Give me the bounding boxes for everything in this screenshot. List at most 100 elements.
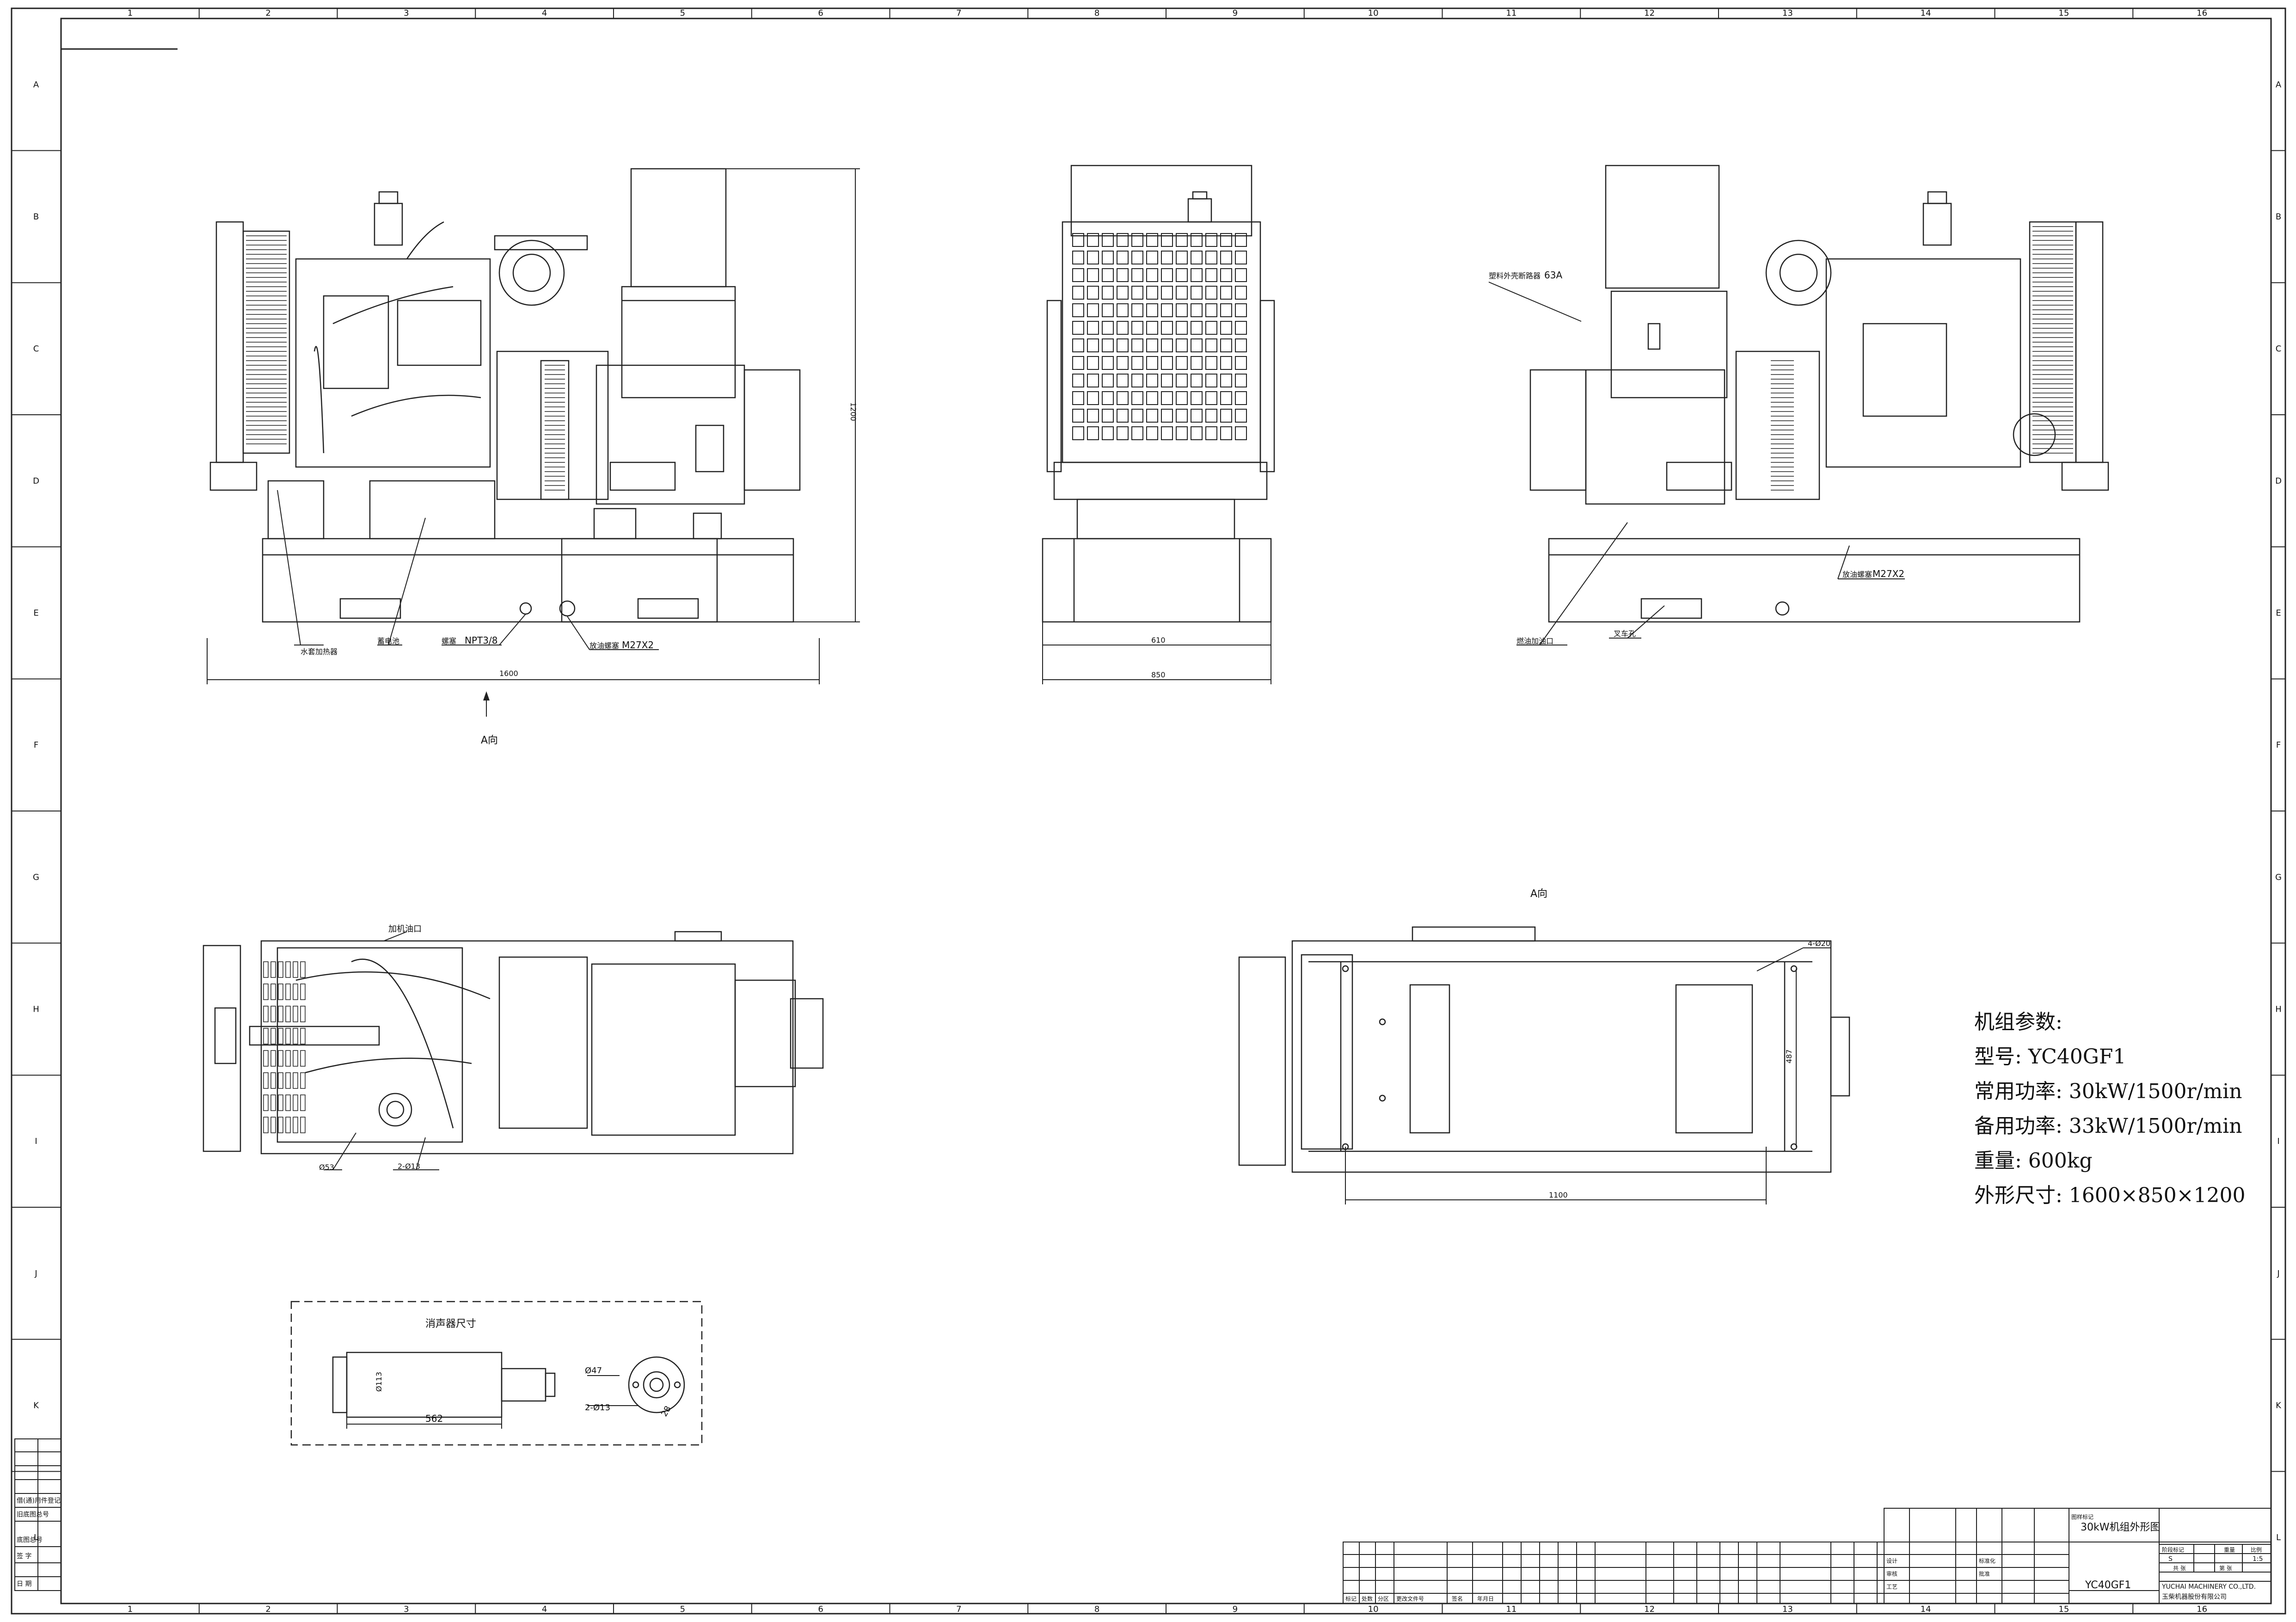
title-sheet-total: 共 张 <box>2173 1565 2186 1572</box>
dim-front-height: 1200 <box>849 402 858 421</box>
left-block-r5: 日 期 <box>17 1580 31 1588</box>
zone-col-label: 12 <box>1644 8 1655 18</box>
zone-row-label: A <box>33 80 39 90</box>
zone-col-label: 12 <box>1644 1604 1655 1614</box>
spec-heading: 机组参数: <box>1974 1010 2063 1034</box>
title-standard: 标准化 <box>1979 1558 1995 1564</box>
label-drain-plug: 放油螺塞 <box>589 641 619 650</box>
zone-col-label: 9 <box>1233 1604 1238 1614</box>
zone-row-label: E <box>33 608 38 618</box>
zone-row-label: F <box>34 740 38 750</box>
title-zone-col: 分区 <box>1378 1596 1389 1602</box>
left-side-block <box>14 1438 61 1591</box>
title-date: 年月日 <box>1477 1596 1494 1602</box>
rear-view <box>1529 165 2109 623</box>
zone-row-label: H <box>33 1005 39 1014</box>
zone-col-label: 16 <box>2197 8 2207 18</box>
sheet-inner-frame <box>60 18 2272 1604</box>
label-breaker-rating: 63A <box>1544 270 1562 281</box>
title-company-en: YUCHAI MACHINERY CO.,LTD. <box>2161 1583 2256 1591</box>
zone-col-label: 4 <box>542 8 547 18</box>
zone-col-label: 4 <box>542 1604 547 1614</box>
title-designer: 设计 <box>1886 1558 1897 1564</box>
side-view <box>1042 165 1275 623</box>
label-dia-53: Ø53 <box>319 1163 334 1172</box>
zone-col-label: 6 <box>818 8 823 18</box>
top-view <box>203 931 824 1155</box>
label-water-heater: 水套加热器 <box>301 647 338 656</box>
zone-col-label: 3 <box>404 1604 409 1614</box>
spec-model: 型号: YC40GF1 <box>1974 1045 2126 1069</box>
title-process: 工艺 <box>1886 1584 1897 1590</box>
muffler-28: 28 <box>659 1404 673 1418</box>
spec-prime: 常用功率: 30kW/1500r/min <box>1974 1080 2242 1103</box>
zone-row-label: F <box>2276 740 2281 750</box>
zone-col-label: 8 <box>1094 8 1099 18</box>
base-plan-view <box>1238 926 1850 1173</box>
sheet-outer-frame <box>11 7 2286 1615</box>
zone-row-label: I <box>35 1137 37 1146</box>
zone-col-label: 16 <box>2197 1604 2207 1614</box>
dim-top-width: 487 <box>1785 1049 1793 1063</box>
muffler-length: 562 <box>425 1413 443 1424</box>
muffler-title: 消声器尺寸 <box>425 1318 476 1330</box>
zone-col-label: 15 <box>2058 1604 2069 1614</box>
zone-row-label: G <box>33 872 39 882</box>
label-holes-20: 4-Ø20 <box>1808 939 1830 948</box>
title-approve: 批准 <box>1979 1570 1990 1577</box>
label-breaker: 塑料外壳断路器 <box>1489 271 1541 280</box>
title-drawing-name: 30kW机组外形图 <box>2081 1522 2161 1533</box>
label-holes-13: 2-Ø13 <box>398 1162 420 1171</box>
zone-col-label: 3 <box>404 8 409 18</box>
zone-col-label: 14 <box>1921 1604 1931 1614</box>
label-drain-plug-right: 放油螺塞 <box>1842 570 1872 579</box>
label-direction-a: A向 <box>481 735 498 746</box>
zone-col-label: 10 <box>1368 1604 1379 1614</box>
label-drain-spec-right: M27X2 <box>1872 568 1904 579</box>
spec-size: 外形尺寸: 1600×850×1200 <box>1974 1184 2245 1207</box>
title-weight-col: 重量 <box>2224 1547 2235 1553</box>
left-block-r3: 底图总号 <box>17 1536 43 1544</box>
dim-front-width: 1600 <box>499 669 518 678</box>
zone-row-label: I <box>2277 1137 2279 1146</box>
title-checker: 审核 <box>1886 1570 1897 1577</box>
title-scale: 1:5 <box>2253 1555 2263 1563</box>
zone-col-label: 2 <box>265 8 270 18</box>
title-company-cn: 玉柴机器股份有限公司 <box>2162 1593 2227 1601</box>
title-scale-col: 比例 <box>2251 1547 2262 1553</box>
zone-row-label: D <box>33 476 39 486</box>
title-drawing-no: YC40GF1 <box>2085 1579 2131 1591</box>
zone-col-label: 10 <box>1368 8 1379 18</box>
zone-row-label: J <box>2277 1269 2279 1278</box>
zone-col-label: 5 <box>680 8 685 18</box>
label-drain-spec: M27X2 <box>622 639 654 651</box>
label-fork-hole: 叉车孔 <box>1614 629 1636 638</box>
zone-col-label: 15 <box>2058 8 2069 18</box>
zone-col-label: 5 <box>680 1604 685 1614</box>
zone-col-label: 13 <box>1782 1604 1793 1614</box>
title-sheet-page: 第 张 <box>2219 1565 2232 1572</box>
zone-row-label: L <box>34 1533 38 1542</box>
spec-weight: 重量: 600kg <box>1974 1149 2093 1173</box>
dim-side-width: 850 <box>1151 670 1166 679</box>
title-stage: S <box>2168 1555 2173 1563</box>
zone-row-label: H <box>2275 1005 2282 1014</box>
zone-row-label: J <box>34 1269 37 1278</box>
muffler-dia-113: Ø113 <box>374 1372 383 1392</box>
label-direction-a-top: A向 <box>1530 888 1547 900</box>
zone-col-label: 14 <box>1921 8 1931 18</box>
dim-side-inner: 610 <box>1151 636 1166 645</box>
zone-row-label: D <box>2275 476 2282 486</box>
label-plug-spec: NPT3/8 <box>465 635 497 646</box>
title-mark: 标记 <box>1345 1596 1357 1602</box>
front-view <box>209 168 801 623</box>
left-block-r2: 旧底图总号 <box>17 1511 49 1518</box>
zone-col-label: 13 <box>1782 8 1793 18</box>
zone-col-label: 1 <box>128 1604 133 1614</box>
zone-row-label: L <box>2276 1533 2281 1542</box>
zone-row-label: K <box>2276 1401 2282 1411</box>
dim-top-length: 1100 <box>1549 1191 1568 1199</box>
title-block <box>1343 1508 2271 1604</box>
label-battery: 蓄电池 <box>377 637 399 645</box>
